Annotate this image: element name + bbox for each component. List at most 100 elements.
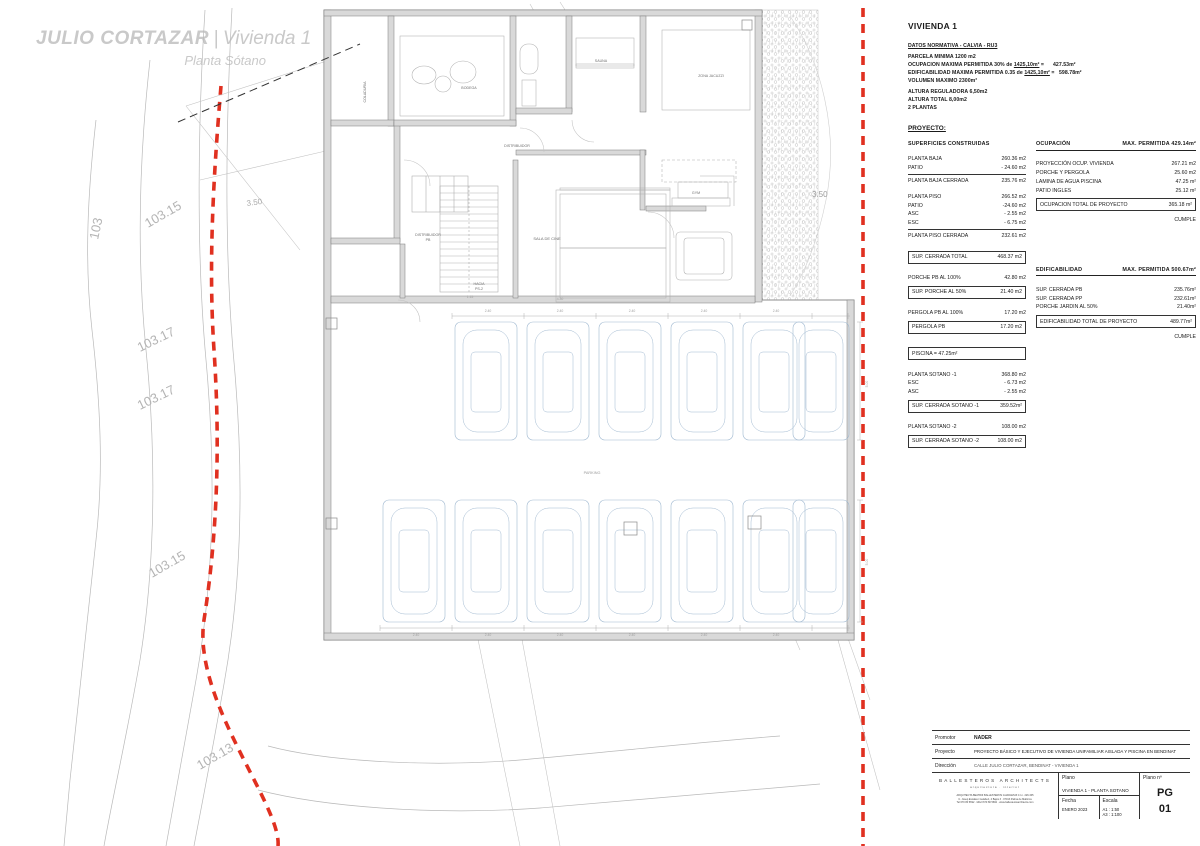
label-coladuria: COLADURIA: [363, 81, 367, 103]
contour-103-15-a: 103.15: [142, 198, 184, 231]
edif-max-base: 1425,10m²: [1024, 70, 1050, 77]
dim-bot-1: 2.40: [413, 633, 420, 637]
contour-elevation-labels: 103 103.15 103.17 103.17 103.15 103.13: [86, 198, 236, 773]
row-label: ASC: [908, 389, 919, 396]
ocupacion-max-label: OCUPACION MAXIMA PERMITIDA 30% de: [908, 62, 1013, 69]
row-label: SUP. CERRADA SOTANO -1: [912, 403, 979, 410]
ocupacion-max-base: 1425,10m²: [1013, 62, 1040, 69]
label-sauna: SAUNA: [595, 59, 608, 63]
elevation-3-50-left: 3.50: [246, 197, 263, 208]
dim-bot-6: 2.40: [773, 633, 780, 637]
row-value: 232.61 m2: [1001, 233, 1026, 240]
row-label: PORCHE Y PERGOLA: [1036, 170, 1090, 177]
contour-103-17-b: 103.17: [135, 382, 177, 413]
site-boundary-dashed-red: [201, 8, 865, 846]
dim-right-top: 5.00: [865, 381, 869, 388]
edif-max-label: EDIFICABILIDAD MAXIMA PERMITIDA 0.35 de: [908, 70, 1023, 77]
fecha-segment: Fecha ENERO 2023: [1059, 796, 1100, 819]
dim-top-3: 2.40: [629, 309, 636, 313]
title-separator: |: [213, 28, 219, 49]
row-value: 47.25 m²: [1175, 178, 1196, 185]
fecha-escala-row: Fecha ENERO 2023 Escala A1 : 1:50 A3 : 1…: [1059, 796, 1139, 819]
escala-value-1: A1 : 1:50: [1102, 807, 1120, 812]
table-row: ESC- 6.75 m2: [908, 219, 1026, 228]
ocupacion-cumple: CUMPLE: [1174, 216, 1196, 223]
plano-segment: Plano VIVIENDA 1 - PLANTA SOTANO: [1059, 773, 1139, 796]
table-row: ESC - 6.73 m2: [908, 379, 1026, 388]
edif-max-eq: =: [1051, 70, 1055, 77]
label-bodega: BODEGA: [461, 86, 477, 90]
sup-porche-box: SUP. PORCHE AL 50% 21.40 m2: [908, 285, 1026, 299]
plano-no-number: 01: [1158, 803, 1172, 815]
promotor-value: NADER: [974, 734, 992, 741]
row-value: 25.60 m2: [1174, 170, 1196, 177]
table-row: PATIO INGLES 25.12 m²: [1036, 186, 1196, 195]
page-title: JULIO CORTAZAR | Vivienda 1 Planta Sótan…: [36, 28, 336, 68]
row-value: 267.21 m2: [1171, 161, 1196, 168]
row-label: SUP. CERRADA PB: [1036, 286, 1083, 293]
row-value: 25.12 m²: [1175, 187, 1196, 194]
row-value: 235.76 m2: [1001, 177, 1026, 184]
info-heading: VIVIENDA 1: [908, 21, 958, 31]
row-value: - 6.73 m2: [1004, 380, 1026, 387]
row-label: LAMINA DE AGUA PISCINA: [1036, 178, 1102, 185]
proyecto-heading: PROYECTO:: [908, 124, 946, 132]
ocupacion-max-value: 427.53m²: [1052, 62, 1076, 69]
dim-4-30: 4.30: [557, 297, 564, 301]
sup-cerrada-total-box: SUP. CERRADA TOTAL 468.37 m2: [908, 250, 1026, 264]
staircase: [411, 175, 499, 293]
table-row: PORCHE PB AL 100%42.80 m2: [908, 274, 1026, 283]
normativa-ocupacion-max: OCUPACION MAXIMA PERMITIDA 30% de 1425,1…: [908, 61, 1196, 69]
row-label: PATIO INGLES: [1036, 187, 1072, 194]
label-gym: GYM: [692, 191, 700, 195]
row-label: ESC: [908, 380, 919, 387]
edif-max-permitida-value: 500.67m²: [1171, 267, 1196, 273]
row-value: 42.80 m2: [1004, 275, 1026, 282]
row-label: PERGOLA PB AL 100%: [908, 310, 964, 317]
dim-top-5: 2.40: [773, 309, 780, 313]
dim-top-4: 2.40: [701, 309, 708, 313]
ocupacion-heading: OCUPACIÓN: [1036, 141, 1071, 148]
label-zona-jacuzzi: ZONA JACUZZI: [698, 74, 724, 78]
row-label: SUP. CERRADA SOTANO -2: [912, 438, 979, 445]
row-value: 359.52m²: [1000, 403, 1022, 410]
row-value: 260.36 m2: [1001, 156, 1026, 163]
row-label: PERGOLA PB: [912, 324, 946, 331]
door-swings: [397, 119, 675, 323]
row-label: PLANTA SOTANO -2: [908, 424, 957, 431]
row-label: ASC: [908, 211, 919, 218]
dim-top-1: 2.40: [485, 309, 492, 313]
row-value: 232.61m²: [1174, 295, 1196, 302]
table-row: PERGOLA PB AL 100% 17.20 m2: [908, 309, 1026, 318]
direccion-value: CALLE JULIO CORTAZAR, BENDINAT - VIVIEND…: [974, 763, 1079, 768]
table-row: PORCHE Y PERGOLA 25.60 m2: [1036, 169, 1196, 178]
plano-key: Plano: [1062, 775, 1075, 781]
row-value: -24.60 m2: [1002, 202, 1026, 209]
superficies-heading: SUPERFICIES CONSTRUIDAS: [908, 141, 990, 148]
row-label: PROYECCIÓN OCUP. VIVIENDA: [1036, 161, 1114, 168]
edif-max-value: 598.78m²: [1058, 70, 1082, 77]
row-label: PISCINA = 47.25m²: [912, 350, 958, 357]
titleblock: Promotor NADER Proyecto PROYECTO BÁSICO …: [932, 730, 1190, 819]
contour-103-15-b: 103.15: [146, 548, 188, 581]
elevation-3-50-right: 3.50: [812, 190, 828, 199]
plano-no-prefix: PG: [1157, 787, 1173, 799]
plano-number-block: Plano nº PG 01: [1139, 773, 1190, 819]
row-label: PLANTA PISO CERRADA: [908, 233, 969, 240]
normativa-edificabilidad-max: EDIFICABILIDAD MAXIMA PERMITIDA 0.35 de …: [908, 69, 1196, 77]
row-value: 17.20 m2: [1004, 310, 1026, 317]
dim-bot-5: 2.40: [701, 633, 708, 637]
row-value: 368.80 m2: [1001, 371, 1026, 378]
logo-name: BALLESTEROS ARCHITECTS: [939, 778, 1051, 783]
table-row: PORCHE JARDIN AL 50%21.40m²: [1036, 303, 1196, 312]
ocupacion-edificabilidad-column: OCUPACIÓN MAX. PERMITIDA 429.14m² PROYEC…: [1036, 140, 1196, 451]
ocupacion-total-box: OCUPACION TOTAL DE PROYECTO 365.18 m²: [1036, 198, 1196, 212]
dim-right-bot: 5.00: [865, 559, 869, 566]
contour-103-17-a: 103.17: [135, 324, 177, 355]
titleblock-promotor-row: Promotor NADER: [932, 731, 1190, 745]
normativa-altura-reguladora: ALTURA REGULADORA 6,50m2: [908, 89, 988, 96]
edificabilidad-cumple: CUMPLE: [1174, 333, 1196, 340]
piscina-box: PISCINA = 47.25m²: [908, 347, 1026, 361]
